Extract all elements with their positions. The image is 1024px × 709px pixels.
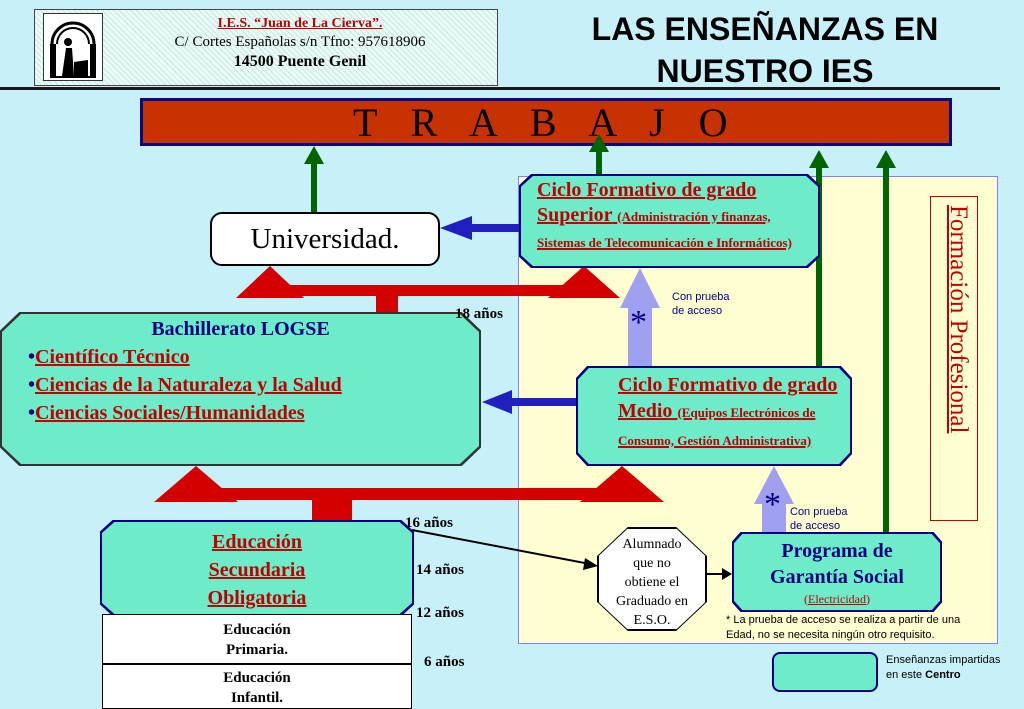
eso-text: Educación Secundaria Obligatoria: [102, 528, 412, 612]
garantia-social-box: Programa de Garantía Social (Electricida…: [734, 534, 940, 610]
header-box: I.E.S. “Juan de La Cierva”. C/ Cortes Es…: [34, 9, 498, 86]
bachillerato-item-label: Ciencias Sociales/Humanidades: [35, 402, 305, 424]
garantia-social-title: Programa de Garantía Social: [734, 538, 940, 590]
lavender-arrows: [620, 268, 794, 534]
ciclo-superior-title: Ciclo Formativo de grado Superior: [537, 179, 757, 226]
con-prueba-line1: Con prueba: [672, 291, 730, 303]
red-arrow-eso: [154, 466, 664, 522]
ciclo-superior-text: Ciclo Formativo de grado Superior (Admin…: [537, 178, 817, 255]
garantia-social-detail-text: Electricidad: [808, 592, 866, 606]
legend-line1: Enseñanzas impartidas: [886, 654, 1001, 666]
school-address: I.E.S. “Juan de La Cierva”. C/ Cortes Es…: [105, 14, 495, 71]
lavender-arrowhead-superior: [620, 268, 660, 308]
page-title-line2: NUESTRO IES: [656, 53, 874, 89]
eso-line3: Obligatoria: [207, 587, 307, 609]
green-arrow-universidad: [311, 162, 317, 214]
primaria-line1: Educación: [223, 622, 291, 638]
legend-line2: en este Centro: [886, 668, 1000, 683]
garantia-social-detail: (Electricidad): [804, 592, 870, 606]
eso-line2: Secundaria: [208, 559, 306, 581]
infantil-line2: Infantil.: [230, 690, 284, 706]
alumnado-line: E.S.O.: [633, 613, 671, 628]
ciclo-medio-subtitle: (Equipos Electrónicos de Consumo, Gestió…: [618, 405, 816, 448]
legend-line2-bold: Centro: [925, 669, 961, 681]
junta-logo-icon: [43, 13, 103, 81]
ciclo-medio-box: Ciclo Formativo de grado Medio (Equipos …: [578, 368, 850, 464]
black-arrow-eso-alumnado: [411, 529, 591, 565]
green-arrowhead-garantia: [876, 150, 896, 168]
age-14: 14 años: [416, 562, 464, 578]
green-arrow-garantia: [883, 166, 889, 534]
green-arrows: [304, 134, 896, 534]
bachillerato-item-label: Ciencias de la Naturaleza y la Salud: [35, 374, 342, 396]
green-arrow-ciclo-medio: [816, 166, 822, 370]
age-12: 12 años: [416, 605, 464, 621]
alumnado-line: Alumnado: [622, 537, 682, 552]
age-18: 18 años: [455, 306, 503, 322]
blue-arrowhead-bachillerato: [482, 390, 512, 414]
bachillerato-title: Bachillerato LOGSE: [151, 318, 330, 340]
page-title-line1: LAS ENSEÑANZAS EN: [591, 11, 939, 47]
ciclo-superior-subtitle: (Administración y finanzas, Sistemas de …: [537, 209, 792, 250]
infantil-box: Educación Infantil.: [102, 664, 412, 709]
universidad-box: Universidad.: [210, 212, 440, 266]
ciclo-medio-title: Ciclo Formativo de grado Medio: [618, 374, 838, 422]
blue-arrows: [440, 216, 578, 414]
eso-box: Educación Secundaria Obligatoria: [102, 522, 412, 614]
legend-swatch: [772, 652, 878, 692]
school-street-phone: C/ Cortes Españolas s/n Tfno: 957618906: [174, 34, 426, 50]
ciclo-superior-box: Ciclo Formativo de grado Superior (Admin…: [521, 176, 818, 266]
school-name: I.E.S. “Juan de La Cierva”.: [217, 16, 383, 31]
alumnado-line: Graduado en: [616, 594, 688, 609]
green-arrowhead-universidad: [304, 146, 324, 164]
bachillerato-item: •Científico Técnico: [28, 346, 190, 368]
asterisk-ciclo-superior: *: [630, 304, 647, 341]
con-prueba-note-superior: Con prueba de acceso: [672, 290, 730, 318]
blue-arrow-ciclo-superior-universidad: [470, 224, 524, 232]
green-arrowhead-ciclo-medio: [809, 150, 829, 168]
black-arrowhead-garantia: [722, 568, 732, 580]
lavender-arrowhead-medio: [754, 466, 794, 504]
bachillerato-box: Bachillerato LOGSE •Científico Técnico •…: [2, 314, 479, 464]
ciclo-medio-text: Ciclo Formativo de grado Medio (Equipos …: [618, 372, 848, 454]
black-arrows: [411, 529, 732, 580]
blue-arrow-ciclo-medio-bachillerato: [510, 398, 578, 406]
con-prueba-line2: de acceso: [790, 520, 841, 532]
con-prueba-line1: Con prueba: [790, 506, 848, 518]
primaria-line2: Primaria.: [225, 642, 289, 658]
garantia-social-line2: Garantía Social: [770, 566, 904, 588]
age-6: 6 años: [424, 654, 465, 670]
red-arrow-bachillerato: [236, 266, 620, 314]
green-arrow-ciclo-superior: [596, 150, 602, 178]
eso-line1: Educación: [211, 531, 303, 553]
lavender-arrow-ciclo-medio-superior: [628, 306, 652, 368]
footnote: * La prueba de acceso se realiza a parti…: [726, 614, 961, 641]
lavender-arrow-garantia-medio: [762, 502, 786, 534]
trabajo-banner: T R A B A J O: [140, 98, 952, 146]
alumnado-line: obtiene el: [624, 575, 680, 590]
legend-text: Enseñanzas impartidas en este Centro: [886, 653, 1000, 683]
con-prueba-note-medio: Con prueba de acceso: [790, 505, 848, 533]
alumnado-text: Alumnado que no obtiene el Graduado en E…: [599, 535, 705, 630]
age-16: 16 años: [405, 515, 453, 531]
alumnado-box: Alumnado que no obtiene el Graduado en E…: [598, 528, 706, 630]
con-prueba-line2: de acceso: [672, 305, 723, 317]
school-city: 14500 Puente Genil: [233, 53, 367, 70]
asterisk-ciclo-medio: *: [764, 486, 781, 523]
bachillerato-item-label: Científico Técnico: [35, 346, 190, 368]
formacion-profesional-label: Formación Profesional: [930, 196, 978, 521]
title-divider: [0, 87, 1000, 90]
bachillerato-item: •Ciencias Sociales/Humanidades: [28, 402, 305, 424]
green-arrowhead-ciclo-superior: [589, 134, 609, 152]
page-title: LAS ENSEÑANZAS EN NUESTRO IES: [545, 8, 985, 92]
black-arrowhead-alumnado: [583, 558, 598, 570]
bachillerato-item: •Ciencias de la Naturaleza y la Salud: [28, 374, 342, 396]
legend-line2-text: en este: [886, 669, 923, 681]
garantia-social-line1: Programa de: [781, 540, 893, 562]
blue-arrowhead-universidad: [440, 216, 472, 240]
alumnado-line: que no: [633, 556, 671, 571]
infantil-line1: Educación: [223, 670, 291, 686]
primaria-box: Educación Primaria.: [102, 614, 412, 664]
